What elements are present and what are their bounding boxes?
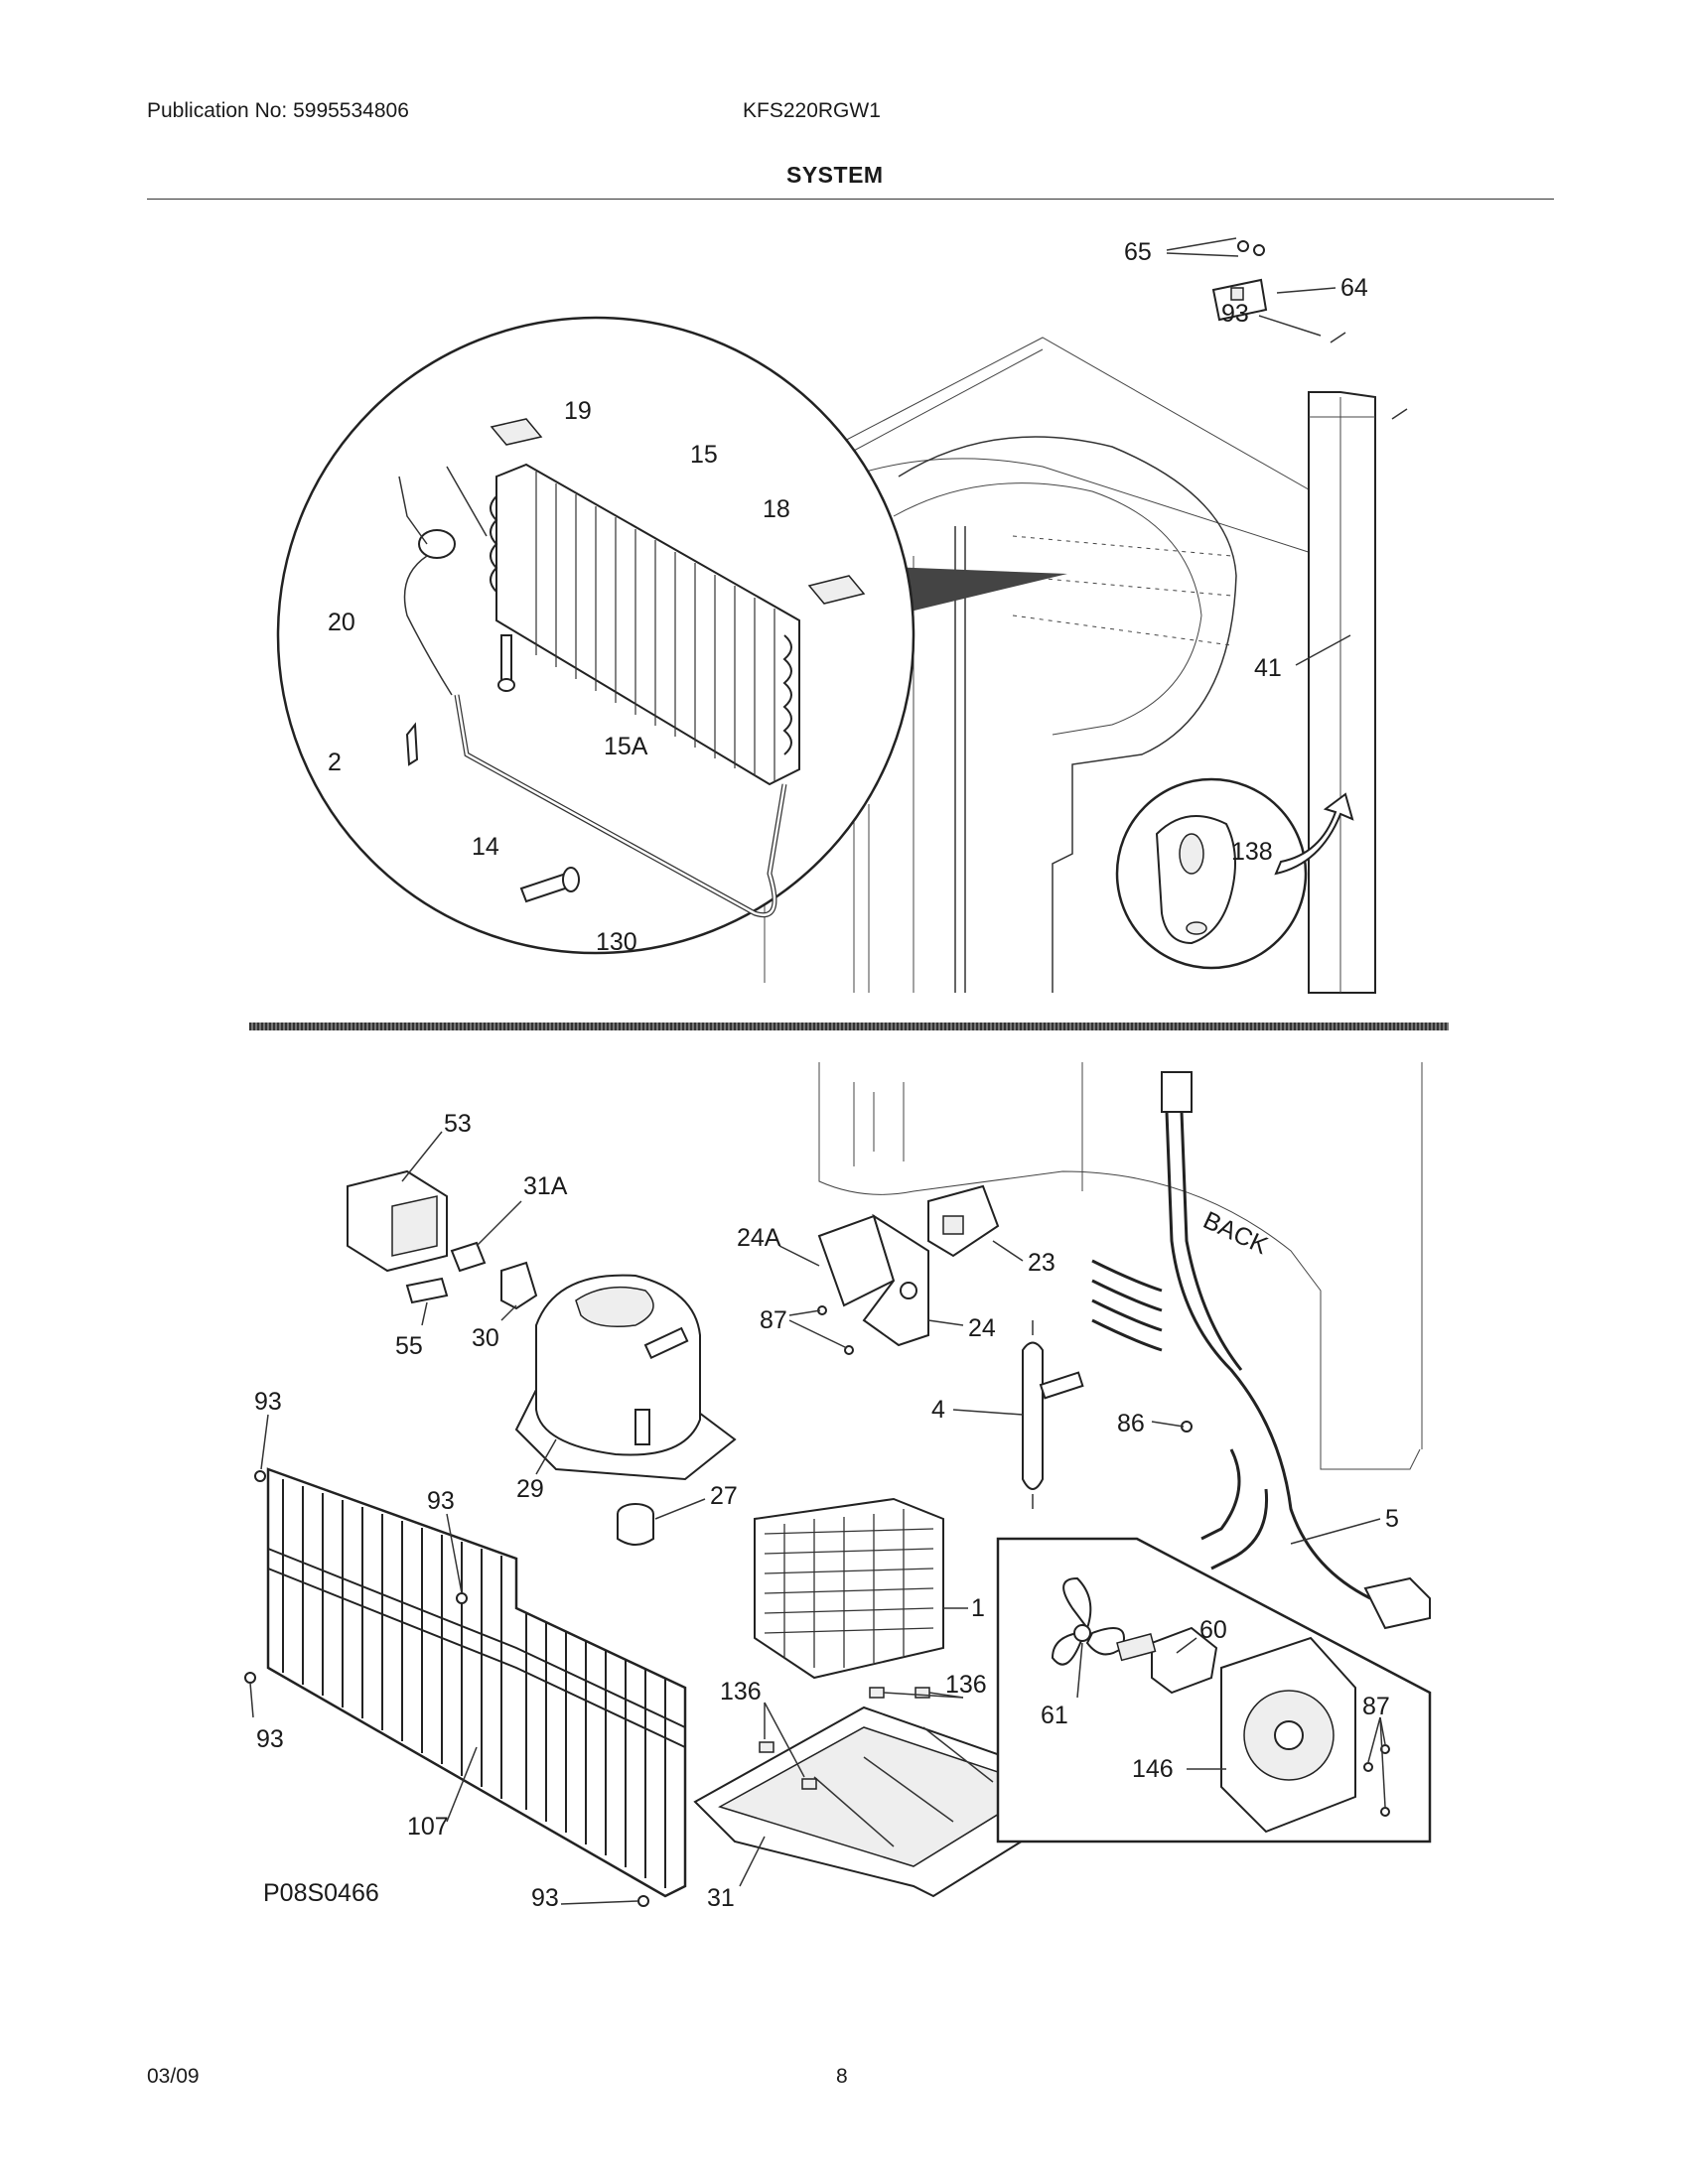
callout-23: 23	[1028, 1249, 1055, 1277]
callout-5: 5	[1385, 1505, 1399, 1533]
callout-93-upper: 93	[1221, 300, 1249, 328]
section-divider	[249, 1023, 1449, 1030]
callout-136-right: 136	[945, 1671, 987, 1699]
callout-60: 60	[1199, 1616, 1227, 1644]
callout-1: 1	[971, 1594, 985, 1622]
grille-part-107	[266, 1467, 687, 1898]
callout-107: 107	[407, 1813, 449, 1841]
screws-part-65	[1237, 240, 1265, 256]
power-cord-part-5	[1091, 1071, 1431, 1630]
callout-31a: 31A	[523, 1172, 568, 1200]
callout-61: 61	[1041, 1702, 1068, 1729]
callout-27: 27	[710, 1482, 738, 1510]
callout-24: 24	[968, 1314, 996, 1342]
defrost-heater-part-15a	[497, 634, 515, 692]
callout-15: 15	[690, 441, 718, 469]
fan-blade-part-61	[1051, 1576, 1125, 1666]
callout-24a: 24A	[737, 1224, 781, 1252]
leader-lines-lower	[249, 1131, 1386, 1905]
callout-146: 146	[1132, 1755, 1174, 1783]
bracket-part-24	[817, 1213, 929, 1347]
drain-pan-part-31	[693, 1706, 1079, 1898]
drier-part-4	[1022, 1320, 1084, 1509]
callout-20: 20	[328, 609, 355, 636]
callout-14: 14	[472, 833, 499, 861]
callout-87-bracket: 87	[760, 1306, 787, 1334]
relay-cover-part-53	[347, 1169, 448, 1273]
pad-part-18	[807, 575, 866, 605]
callout-19: 19	[564, 397, 592, 425]
callout-53: 53	[444, 1110, 472, 1138]
callout-93-grille-bottom-left: 93	[256, 1725, 284, 1753]
screws-part-93-upper	[1330, 332, 1408, 420]
callout-18: 18	[763, 495, 790, 523]
screws-part-93-lower	[244, 1470, 649, 1907]
callout-30: 30	[472, 1324, 499, 1352]
overload-part-30	[500, 1261, 538, 1310]
condenser-part-1	[754, 1497, 944, 1680]
model-number: KFS220RGW1	[743, 99, 881, 122]
evaporator-part-15	[490, 463, 800, 786]
grommet-part-27	[617, 1503, 654, 1546]
section-title: SYSTEM	[786, 162, 884, 188]
pads-part-136	[759, 1687, 930, 1790]
clip-part-2	[405, 722, 419, 766]
cabinet-outline-lower	[818, 1062, 1423, 1470]
callout-130: 130	[596, 928, 637, 956]
callout-64: 64	[1340, 274, 1368, 302]
bracket-detail-circle-138	[1115, 777, 1354, 970]
diagram-code: P08S0466	[263, 1879, 379, 1907]
publication-number: Publication No: 5995534806	[147, 99, 409, 122]
footer-page-number: 8	[836, 2065, 848, 2088]
screws-part-87-lower	[817, 1305, 854, 1355]
callout-41: 41	[1254, 654, 1282, 682]
callout-87-fan: 87	[1362, 1693, 1390, 1720]
callout-138: 138	[1231, 838, 1273, 866]
callout-2: 2	[328, 749, 342, 776]
condenser-fan-inset	[996, 1537, 1432, 1843]
evaporator-detail-circle	[276, 316, 1067, 955]
callout-93-grille-top: 93	[254, 1388, 282, 1416]
callout-15a: 15A	[604, 733, 648, 760]
footer-date: 03/09	[147, 2065, 200, 2088]
header-rule	[147, 199, 1554, 200]
callout-93-grille-middle: 93	[427, 1487, 455, 1515]
capacitor-part-55	[405, 1277, 449, 1304]
pad-part-19	[490, 418, 543, 446]
callout-29: 29	[516, 1475, 544, 1503]
callout-136-left: 136	[720, 1678, 762, 1706]
hinge-part-64	[1211, 278, 1268, 322]
defrost-thermostat-part-20	[398, 466, 488, 696]
damper-part-23	[927, 1184, 1000, 1258]
drain-part-130	[519, 867, 580, 903]
fan-motor-part-60	[1116, 1626, 1218, 1695]
callout-86: 86	[1117, 1410, 1145, 1437]
callout-55: 55	[395, 1332, 423, 1360]
compressor-part-29	[514, 1274, 737, 1481]
fan-shroud-part-146	[1220, 1636, 1356, 1834]
callout-65: 65	[1124, 238, 1152, 266]
relay-part-31a	[450, 1241, 487, 1273]
screws-part-87-inset	[1363, 1744, 1390, 1817]
callout-31: 31	[707, 1884, 735, 1912]
callout-4: 4	[931, 1396, 945, 1424]
callout-93-grille-bottom: 93	[531, 1884, 559, 1912]
